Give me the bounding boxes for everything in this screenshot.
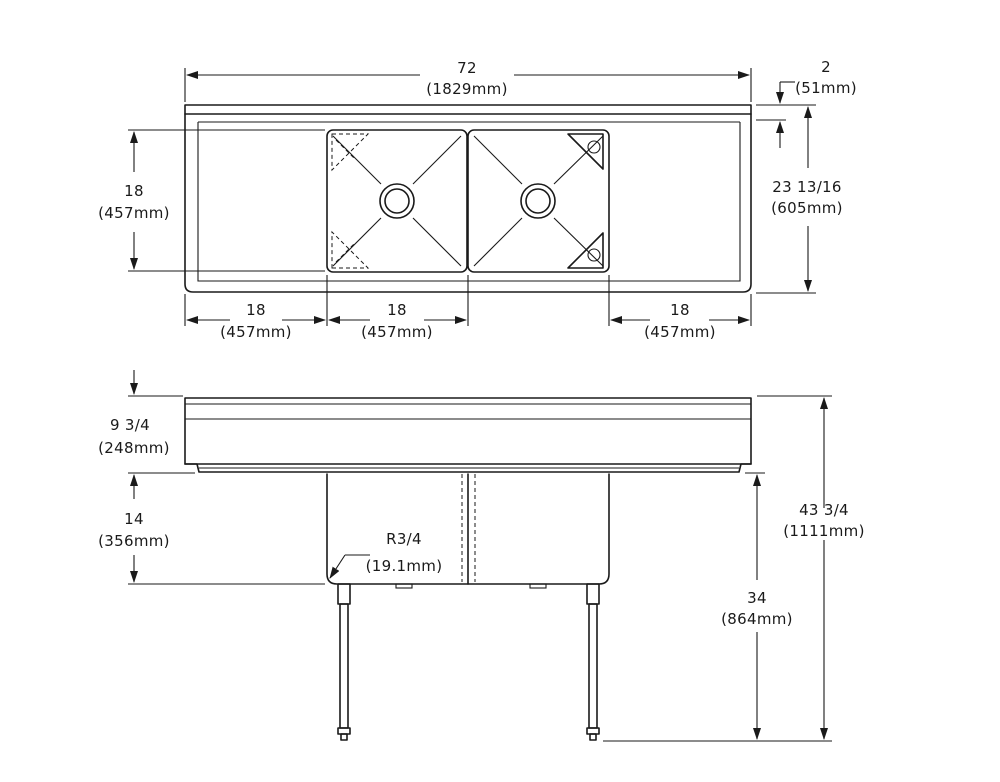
bowl-height-value: 14: [124, 510, 144, 528]
left-drain-inner: [384, 188, 410, 214]
front-drainboard-edge: [184, 463, 752, 473]
overall-height-metric: (1111mm): [783, 522, 865, 540]
left-corner-bracket-top: [331, 133, 370, 172]
top-view: 72 (1829mm) 2 (51mm) 18 (457mm) 23 13/16…: [98, 58, 857, 341]
right-drain-outer: [520, 183, 556, 219]
front-view: 9 3/4 (248mm) 14 (356mm) R3/4 (19.1mm) 3…: [98, 370, 865, 742]
left-drainboard-metric: (457mm): [220, 323, 292, 341]
overall-height-value: 43 3/4: [799, 501, 849, 519]
corner-radius-metric: (19.1mm): [366, 557, 443, 575]
bowl-width-value: 18: [387, 301, 407, 319]
left-drainboard-value: 18: [246, 301, 266, 319]
bowl-depth-value: 18: [124, 182, 144, 200]
right-corner-bracket-bottom: [567, 232, 604, 269]
backsplash-height-metric: (51mm): [795, 79, 857, 97]
right-drain-outlet: [529, 583, 547, 589]
overall-depth-metric: (605mm): [771, 199, 843, 217]
work-height-metric: (864mm): [721, 610, 793, 628]
left-bowl-outline: [326, 129, 468, 273]
bowl-width-metric: (457mm): [361, 323, 433, 341]
left-corner-bracket-bottom: [331, 230, 370, 269]
drainboard-inner-edge: [197, 122, 741, 282]
right-bowl-outline: [467, 129, 610, 273]
bowl-depth-metric: (457mm): [98, 204, 170, 222]
left-drain-outlet: [395, 583, 413, 589]
overall-width-value: 72: [457, 59, 477, 77]
right-corner-bracket-top: [567, 133, 604, 170]
right-bowl: [467, 129, 610, 273]
work-height-value: 34: [747, 589, 767, 607]
backsplash-value: 9 3/4: [110, 416, 150, 434]
bowl-height-metric: (356mm): [98, 532, 170, 550]
left-drain-outer: [379, 183, 415, 219]
overall-depth-value: 23 13/16: [772, 178, 841, 196]
backsplash-metric: (248mm): [98, 439, 170, 457]
right-drainboard-metric: (457mm): [644, 323, 716, 341]
right-drainboard-value: 18: [670, 301, 690, 319]
corner-radius-value: R3/4: [386, 530, 422, 548]
right-drain-inner: [525, 188, 551, 214]
top-outline: [184, 104, 752, 293]
overall-width-metric: (1829mm): [426, 80, 508, 98]
left-leg: [337, 583, 351, 741]
left-bowl: [326, 129, 468, 273]
right-leg: [586, 583, 600, 741]
front-backsplash: [184, 397, 752, 465]
backsplash-height-value: 2: [821, 58, 831, 76]
